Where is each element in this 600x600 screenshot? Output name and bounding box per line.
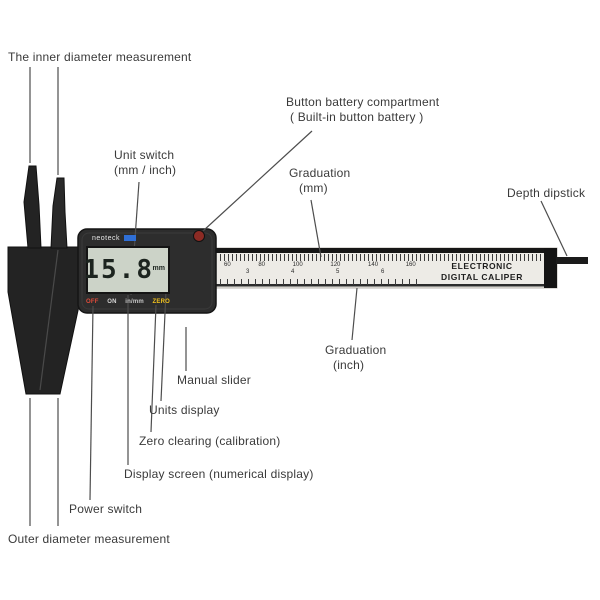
unit-button-label: in/mm [125,299,144,305]
inch-scale-numbers: 3 4 5 6 [246,269,385,275]
outer-jaws [7,246,83,395]
on-button-label: ON [107,299,117,305]
leader-battery [202,130,313,232]
brand-logo-text: neoteck [92,234,121,242]
brand-row: neoteck [92,233,212,243]
label-units-display: Units display [149,403,220,417]
label-depth-dipstick: Depth dipstick [507,186,586,200]
beam-brand-text: ELECTRONIC DIGITAL CALIPER [418,261,546,283]
depth-rod [556,257,588,264]
lcd-value: 15.8 [83,255,154,285]
label-battery-line1: Button battery compartment [286,95,440,109]
inner-jaw-right [50,177,68,249]
battery-compartment-cap [193,230,205,242]
jaws [7,165,83,395]
lcd-display: 15.8 mm [83,246,170,294]
mm-scale-numbers: 60 80 100 120 140 160 [224,262,416,268]
label-graduation-inch-line2: (inch) [333,358,365,372]
brand-chip [124,235,137,241]
zero-button-label: ZERO [152,299,170,305]
lcd-unit-indicator: mm [152,265,165,272]
label-inner-diameter: The inner diameter measurement [8,50,192,64]
button-row: OFF ON in/mm ZERO [86,297,170,307]
inch-tick-marks [220,279,420,285]
label-power-switch: Power switch [69,502,143,516]
label-unit-switch-line2: (mm / inch) [114,163,177,177]
label-graduation-inch-line1: Graduation [325,343,387,357]
beam-text-line2: DIGITAL CALIPER [441,272,523,282]
label-zero-clearing: Zero clearing (calibration) [139,434,281,448]
mm-tick-marks [220,254,542,261]
label-outer-diameter: Outer diameter measurement [8,532,170,546]
leader-power-switch [89,305,94,501]
leader-depth-dipstick [540,200,568,257]
label-unit-switch-line1: Unit switch [114,148,175,162]
leader-units-display [160,290,167,402]
beam-end-block [544,248,557,288]
label-battery-line2: ( Built-in button battery ) [290,110,424,124]
leader-graduation-inch [351,287,358,341]
label-display-screen: Display screen (numerical display) [124,467,314,481]
label-manual-slider: Manual slider [177,373,251,387]
label-graduation-mm-line2: (mm) [299,181,328,195]
inner-jaw-left [23,165,42,249]
beam-text-line1: ELECTRONIC [451,261,513,271]
leader-graduation-mm [310,199,322,258]
leader-zero-clearing [150,304,157,433]
power-button-label: OFF [86,299,99,305]
label-graduation-mm-line1: Graduation [289,166,351,180]
